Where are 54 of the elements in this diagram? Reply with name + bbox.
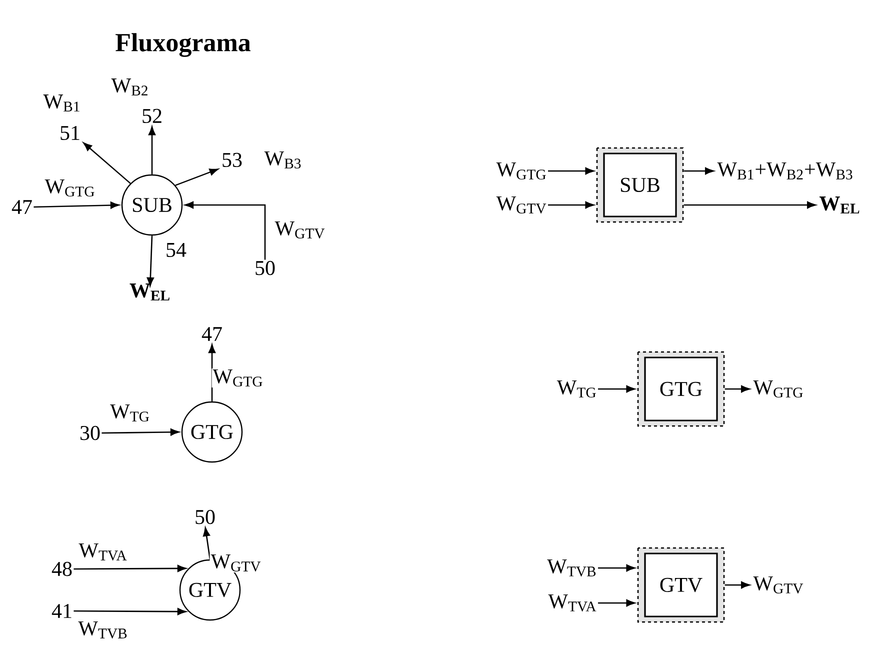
process-box: GTV [637, 547, 725, 623]
title: Fluxograma [116, 33, 250, 57]
stream-label: W$_{GTG}$ [496, 162, 546, 180]
stream-label: 47 [12, 200, 32, 214]
stream-label: 30 [80, 426, 100, 440]
stream-label: W$_{TVB}$ [547, 559, 596, 577]
edge-label: W$_{GTV}$ [210, 554, 261, 572]
stream-label: 41 [52, 604, 72, 618]
process-box: SUB [596, 147, 684, 223]
arrow [598, 564, 636, 572]
stream-label: W$_{GTV}$ [753, 576, 804, 594]
edge-label: W$_{GTV}$ [274, 221, 325, 239]
arrow [83, 142, 131, 184]
arrow [146, 236, 154, 286]
arrow [102, 428, 180, 436]
edge-label: 54 [166, 242, 186, 257]
stream-label: W$_{TG}$ [556, 380, 596, 398]
stream-label: W$_{TVA}$ [548, 594, 596, 612]
edge-label: W$_{GTG}$ [212, 370, 262, 386]
edge-label: W$_{TG}$ [110, 404, 149, 422]
arrow [184, 201, 266, 260]
stream-label: 50 [256, 260, 275, 276]
arrow [148, 126, 156, 174]
stream-label: 52 [142, 108, 162, 124]
arrow [684, 201, 816, 209]
stream-label: W$_{EL}$ [820, 196, 860, 214]
stream-label: W$_{B1}$ [43, 94, 80, 112]
arrow [74, 608, 186, 616]
arrow [724, 581, 750, 589]
stream-label: 53 [222, 152, 242, 168]
stream-label: 48 [52, 562, 72, 576]
stream-label: W$_{EL}$ [130, 284, 170, 300]
arrow [34, 202, 120, 209]
arrow [598, 385, 636, 393]
arrow [598, 599, 636, 607]
stream-label: W$_{B2}$ [111, 78, 148, 96]
arrow [203, 527, 211, 560]
arrow [724, 385, 750, 393]
edge-label: W$_{GTG}$ [44, 180, 94, 196]
stream-label: W$_{B3}$ [264, 152, 301, 168]
stream-label: 50 [196, 510, 215, 524]
stream-label: W$_{B1}$+W$_{B2}$+W$_{B3}$ [717, 162, 852, 180]
process-box: GTG [637, 351, 725, 427]
stream-label: 51 [60, 126, 80, 140]
arrow [548, 167, 594, 175]
arrow [684, 167, 714, 175]
stream-label: W$_{GTV}$ [496, 196, 546, 214]
edge-label: W$_{TVA}$ [78, 543, 127, 561]
arrow [74, 564, 186, 572]
stream-label: W$_{GTG}$ [753, 380, 803, 398]
stream-label: 47 [202, 327, 222, 341]
edge-label: W$_{TVB}$ [78, 621, 127, 639]
arrow [175, 168, 218, 186]
arrow [548, 201, 594, 209]
